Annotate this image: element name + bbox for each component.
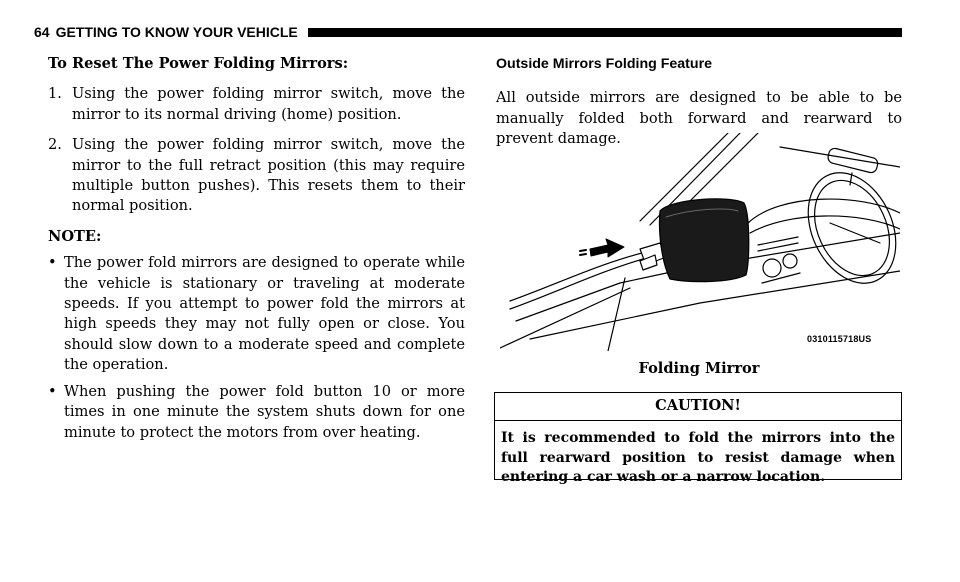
note-bullet: • When pushing the power fold button 10 … bbox=[48, 382, 465, 443]
reset-subheading: To Reset The Power Folding Mirrors: bbox=[48, 55, 349, 72]
step-item: 2. Using the power folding mirror switch… bbox=[48, 135, 465, 217]
section-title: GETTING TO KNOW YOUR VEHICLE bbox=[55, 24, 298, 40]
caution-text: It is recommended to fold the mirrors in… bbox=[501, 430, 895, 485]
step-item: 1. Using the power folding mirror switch… bbox=[48, 84, 465, 125]
bullet-text: When pushing the power fold button 10 or… bbox=[64, 382, 465, 441]
note-label: NOTE: bbox=[48, 227, 102, 245]
bullet-text: The power fold mirrors are designed to o… bbox=[64, 254, 465, 374]
left-column: To Reset The Power Folding Mirrors: 1. U… bbox=[48, 54, 465, 449]
step-number: 1. bbox=[48, 85, 62, 103]
step-text: Using the power folding mirror switch, m… bbox=[72, 136, 465, 215]
bullet-dot-icon: • bbox=[48, 382, 57, 400]
step-number: 2. bbox=[48, 136, 62, 154]
note-bullet: • The power fold mirrors are designed to… bbox=[48, 253, 465, 375]
right-column: Outside Mirrors Folding Feature All outs… bbox=[496, 54, 902, 150]
header-rule bbox=[307, 27, 902, 37]
folding-mirror-illustration bbox=[500, 133, 900, 351]
page-header: 64 GETTING TO KNOW YOUR VEHICLE bbox=[34, 22, 902, 42]
page-number: 64 bbox=[34, 24, 50, 40]
caution-box: CAUTION! It is recommended to fold the m… bbox=[494, 392, 902, 485]
caution-title: CAUTION! bbox=[495, 393, 901, 421]
figure-code: 0310115718US bbox=[807, 334, 872, 344]
bullet-dot-icon: • bbox=[48, 254, 57, 272]
step-text: Using the power folding mirror switch, m… bbox=[72, 85, 465, 123]
folding-feature-paragraph: All outside mirrors are designed to be a… bbox=[496, 89, 902, 148]
figure-caption: Folding Mirror bbox=[638, 360, 760, 377]
folding-feature-heading: Outside Mirrors Folding Feature bbox=[496, 56, 712, 72]
